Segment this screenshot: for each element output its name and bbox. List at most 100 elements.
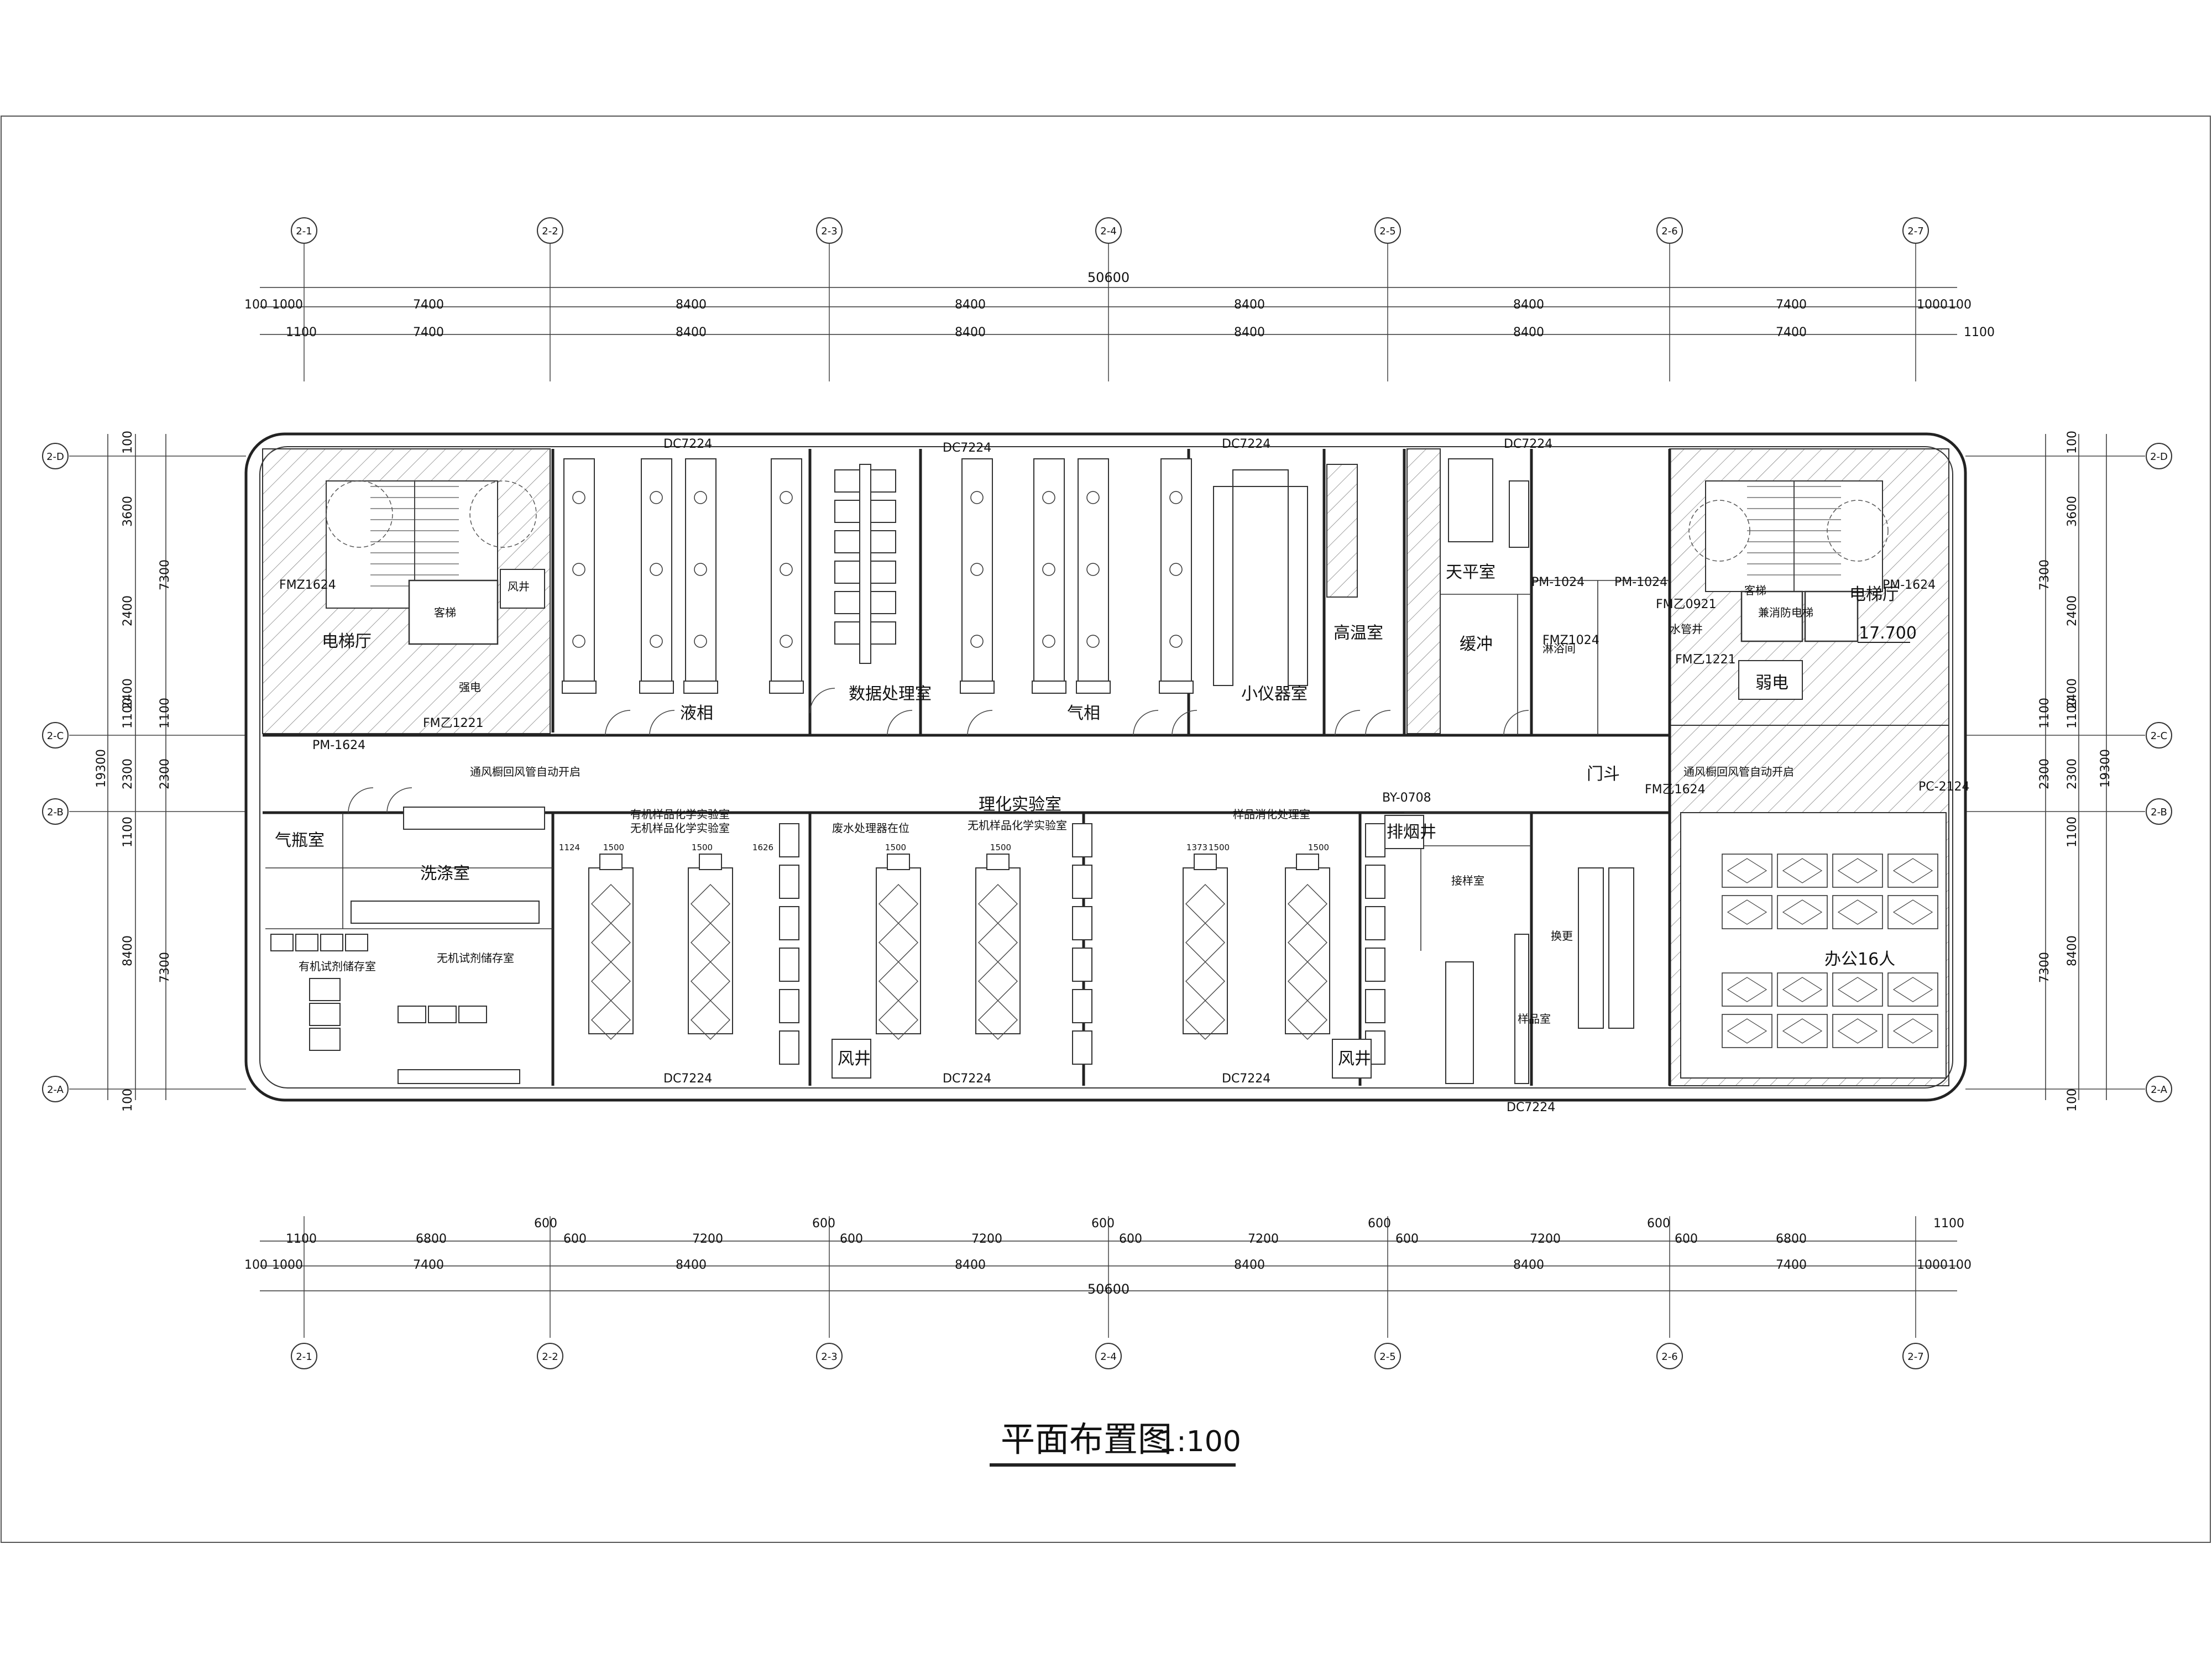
label-shaft-mid1: 风井 bbox=[838, 1049, 871, 1069]
door-arc bbox=[1172, 710, 1197, 736]
label-organic-lab: 有机样品化学实验室 bbox=[630, 808, 730, 821]
fume-hoods bbox=[588, 854, 1330, 1040]
data-desk bbox=[859, 464, 871, 664]
side-cabinet bbox=[779, 865, 799, 899]
office-desk bbox=[1722, 1014, 1772, 1048]
axis-label-col-bottom: 2-4 bbox=[1100, 1351, 1116, 1363]
shaft-mid1-box bbox=[832, 1039, 871, 1079]
dim-right-outer: 3600 bbox=[2065, 496, 2079, 527]
reagent-cabinet bbox=[309, 1028, 341, 1051]
label-electric-right: 弱电 bbox=[1755, 673, 1789, 693]
dim-top-row2: 8400 bbox=[676, 326, 707, 339]
data-seat bbox=[870, 561, 896, 584]
bench-cabinet bbox=[1076, 681, 1111, 694]
dim-bench-length: 1626 bbox=[752, 842, 773, 852]
dim-top-row2: 8400 bbox=[955, 326, 986, 339]
dim-left-inner: 1100 bbox=[158, 698, 172, 729]
dim-left-outer: 3600 bbox=[121, 496, 135, 527]
label-exhaust-note2: 通风橱回风管自动开启 bbox=[1683, 765, 1794, 778]
label-sample-digest: 样品消化处理室 bbox=[1233, 808, 1310, 821]
axis-label-col-top: 2-6 bbox=[1661, 226, 1677, 237]
dim-top-row1: 8400 bbox=[1513, 298, 1544, 312]
office-desk bbox=[1722, 972, 1772, 1007]
axis-label-row-left: 2-D bbox=[46, 451, 64, 463]
label-small-instrument: 小仪器室 bbox=[1241, 684, 1308, 704]
side-cabinet bbox=[1072, 906, 1092, 940]
dim-bottom-row1: 7200 bbox=[1530, 1232, 1561, 1246]
dim-left-outer: 1100 bbox=[121, 817, 135, 847]
axis-bubble-row-left bbox=[42, 722, 69, 749]
door-dc-top-2: DC7224 bbox=[943, 441, 991, 455]
office-desk bbox=[1722, 895, 1772, 929]
bench-cabinet bbox=[1032, 681, 1066, 694]
reagent-cabinet bbox=[309, 978, 341, 1001]
room-labels: 电梯厅 电梯厅 客梯 风井 强电 客梯 兼消防电梯 水管井 弱电 液相 数据处理… bbox=[275, 563, 1899, 1069]
office-desk bbox=[1777, 1014, 1828, 1048]
office-chair bbox=[1837, 1018, 1878, 1044]
dim-top-row1: 8400 bbox=[676, 298, 707, 312]
bench-outline bbox=[978, 1000, 1018, 1040]
sink-symbol bbox=[694, 635, 707, 648]
axis-bubble-col-bottom bbox=[1902, 1343, 1929, 1369]
office-chair bbox=[1782, 977, 1823, 1002]
reagent-cabinet bbox=[428, 1006, 457, 1023]
office-chair bbox=[1892, 977, 1933, 1002]
shaft-mid2-box bbox=[1332, 1039, 1372, 1079]
office-chair bbox=[1837, 977, 1878, 1002]
data-seat bbox=[870, 621, 896, 645]
axis-label-col-top: 2-7 bbox=[1907, 226, 1923, 237]
door-arc bbox=[887, 710, 913, 736]
door-dc-bottom-4: DC7224 bbox=[1507, 1101, 1555, 1114]
axis-bubble-col-top bbox=[291, 217, 317, 244]
axis-bubble-col-top bbox=[1095, 217, 1122, 244]
dim-left-outer: 100 bbox=[121, 431, 135, 454]
door-fm-0921: FM乙0921 bbox=[1656, 598, 1717, 611]
side-cabinet bbox=[1072, 948, 1092, 982]
axis-bubble-row-left bbox=[42, 1076, 69, 1102]
bench-cabinet bbox=[639, 681, 674, 694]
axis-bubble-col-bottom bbox=[816, 1343, 843, 1369]
dim-right-outer: 100 bbox=[2065, 431, 2079, 454]
sink-symbol bbox=[572, 491, 585, 504]
office-desk bbox=[1887, 972, 1938, 1007]
dim-bottom-row1: 6800 bbox=[416, 1232, 447, 1246]
dim-bottom-row1: 600 bbox=[1675, 1232, 1698, 1246]
label-elevator-hall-right: 电梯厅 bbox=[1849, 585, 1899, 604]
door-dc-bottom-2: DC7224 bbox=[943, 1072, 991, 1086]
side-cabinet bbox=[1365, 865, 1385, 899]
axis-bubble-col-top bbox=[1656, 217, 1683, 244]
data-seat bbox=[870, 469, 896, 493]
label-inorganic-storage: 无机试剂储存室 bbox=[437, 951, 514, 965]
bench-outline bbox=[591, 1000, 631, 1040]
side-cabinet bbox=[779, 948, 799, 982]
axis-label-row-left: 2-B bbox=[47, 807, 64, 818]
dim-left-outer: 2400 bbox=[121, 678, 135, 709]
dim-bench-length: 1500 bbox=[603, 842, 624, 852]
office-chair bbox=[1782, 1018, 1823, 1044]
balance-bench bbox=[1509, 480, 1529, 548]
door-pm-1624-right: PM-1624 bbox=[1882, 578, 1936, 592]
axis-bubble-col-bottom bbox=[1095, 1343, 1122, 1369]
axis-label-col-top: 2-3 bbox=[821, 226, 837, 237]
dim-left-inner: 2300 bbox=[158, 758, 172, 789]
sink-symbol bbox=[780, 491, 793, 504]
data-seat bbox=[870, 500, 896, 523]
reagent-cabinet bbox=[295, 934, 318, 951]
dim-right-inner: 2300 bbox=[2038, 758, 2052, 789]
shaft-left-box bbox=[500, 569, 545, 609]
level-value: 17.700 bbox=[1859, 624, 1917, 643]
dim-left-inner: 7300 bbox=[158, 559, 172, 590]
sink-symbol bbox=[970, 491, 984, 504]
axis-label-col-bottom: 2-5 bbox=[1379, 1351, 1395, 1363]
dim-bottom-row1: 600 bbox=[534, 1217, 557, 1231]
label-exhaust-note: 通风橱回风管自动开启 bbox=[470, 765, 581, 778]
dim-bottom-row2: 100 bbox=[244, 1258, 268, 1272]
level-mark: 17.700 bbox=[1858, 624, 1917, 643]
dim-bottom-row1: 600 bbox=[1368, 1217, 1391, 1231]
label-sample-room: 样品室 bbox=[1518, 1012, 1551, 1025]
office-chair bbox=[1727, 1018, 1767, 1044]
axis-label-col-bottom: 2-2 bbox=[542, 1351, 558, 1363]
axis-bubble-col-top bbox=[816, 217, 843, 244]
axis-label-row-left: 2-C bbox=[47, 730, 64, 742]
door-fm-1221-right: FM乙1221 bbox=[1675, 653, 1736, 667]
